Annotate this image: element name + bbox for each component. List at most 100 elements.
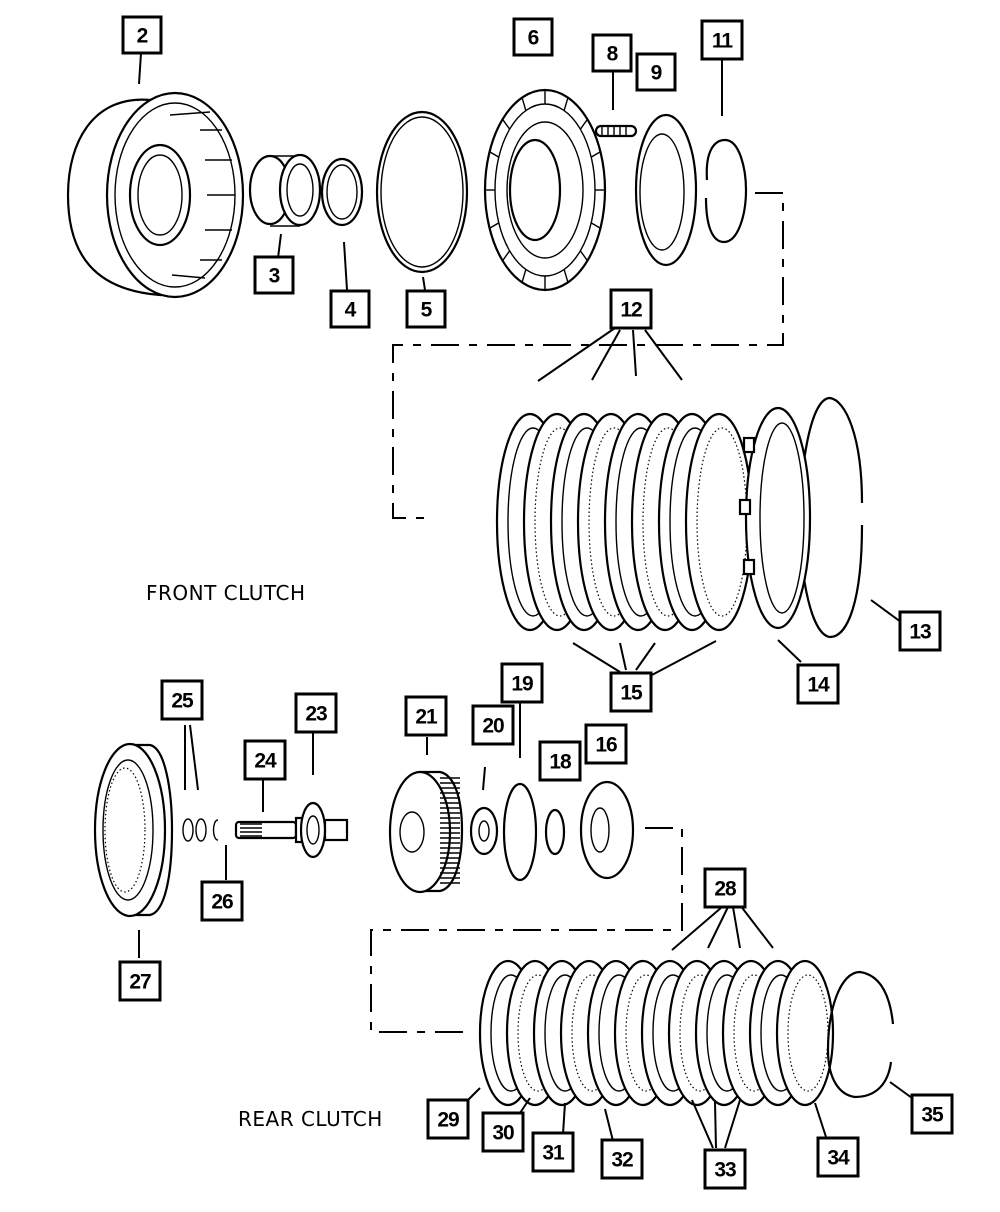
part-6-piston [483,88,607,292]
callout-number: 35 [921,1104,944,1127]
part-23-thrust-washer [299,801,327,859]
callout-box [635,52,677,92]
callout-number: 34 [827,1147,850,1170]
callout-box [405,289,447,329]
cage-rib [489,222,500,229]
callout-19: 19 [500,662,544,704]
callout-number: 12 [620,299,642,322]
part-18-inner-seal [544,808,566,856]
callout-34: 34 [816,1136,860,1178]
callout-box [253,255,295,295]
part-35-snap-ring [826,970,895,1099]
callout-box [538,740,582,782]
callout-number: 19 [511,673,533,696]
callout-13: 13 [898,610,942,652]
callout-box [329,289,371,329]
callout-box [471,704,515,746]
callout-number: 29 [437,1109,459,1132]
callout-26: 26 [200,880,244,922]
callout-25: 25 [160,679,204,721]
callout-24: 24 [243,739,287,781]
rear-clutch-plate [775,959,835,1107]
callout-12: 12 [609,288,653,330]
callout-box [118,960,162,1002]
part-11-snap-ring [704,138,748,244]
part-24-input-shaft [234,816,349,844]
callout-16: 16 [584,723,628,765]
callout-box [512,17,554,57]
leader-lines [138,52,913,1149]
callout-number: 24 [254,750,277,773]
callout-5: 5 [405,289,447,329]
cage-rib [579,118,588,130]
callout-box [481,1111,525,1153]
part-8-spring [594,124,638,138]
callout-21: 21 [404,695,448,737]
callout-number: 28 [714,878,737,901]
callout-box [910,1093,954,1135]
callout-number: 31 [542,1142,565,1165]
part-20-thrust-bearing [469,806,499,856]
callout-number: 4 [345,299,357,322]
callout-box [160,679,204,721]
callout-number: 26 [211,891,233,914]
callout-number: 13 [909,621,931,644]
callout-number: 18 [549,751,572,774]
callout-number: 30 [492,1122,514,1145]
callout-number: 6 [528,27,539,50]
callout-box [426,1098,470,1140]
callout-9: 9 [635,52,677,92]
callout-3: 3 [253,255,295,295]
part-26-ring [212,819,219,841]
callout-35: 35 [910,1093,954,1135]
callout-11: 11 [700,19,744,61]
rear-assembly-connector [370,827,683,1033]
callout-number: 21 [415,706,438,729]
callout-box [816,1136,860,1178]
part-4-seal-ring [320,157,364,227]
callout-box [584,723,628,765]
callout-15: 15 [609,671,653,713]
callout-box [243,739,287,781]
callout-4: 4 [329,289,371,329]
cage-rib [521,269,527,283]
callout-box [700,19,744,61]
part-3-bushing [248,153,322,227]
callout-8: 8 [591,33,633,73]
part-25-rings [182,818,207,842]
callout-number: 11 [712,30,734,53]
callout-29: 29 [426,1098,470,1140]
callout-box [609,671,653,713]
callout-31: 31 [531,1131,575,1173]
cage-rib [502,250,511,262]
callout-28: 28 [703,867,747,909]
part-5-o-ring [375,110,469,274]
rear-clutch-plate-pack [478,959,835,1107]
callout-number: 15 [620,682,643,705]
callout-box [591,33,633,73]
cage-rib [502,118,511,130]
callout-23: 23 [294,692,338,734]
callout-box [600,1138,644,1180]
callout-box [294,692,338,734]
callout-number: 3 [269,265,280,288]
part-2-clutch-retainer [66,91,245,299]
callout-30: 30 [481,1111,525,1153]
callout-number: 8 [607,43,619,66]
callout-33: 33 [703,1148,747,1190]
part-21-front-annulus-gear [388,770,464,894]
callout-18: 18 [538,740,582,782]
callout-2: 2 [121,15,163,55]
cage-rib [521,97,527,111]
callout-box [121,15,163,55]
callout-number: 20 [482,715,504,738]
callout-box [500,662,544,704]
callout-number: 14 [807,674,830,697]
callout-number: 32 [611,1149,633,1172]
callout-box [531,1131,575,1173]
callout-box [200,880,244,922]
callout-14: 14 [796,663,840,705]
cage-rib [563,269,569,283]
callout-number: 27 [129,971,151,994]
